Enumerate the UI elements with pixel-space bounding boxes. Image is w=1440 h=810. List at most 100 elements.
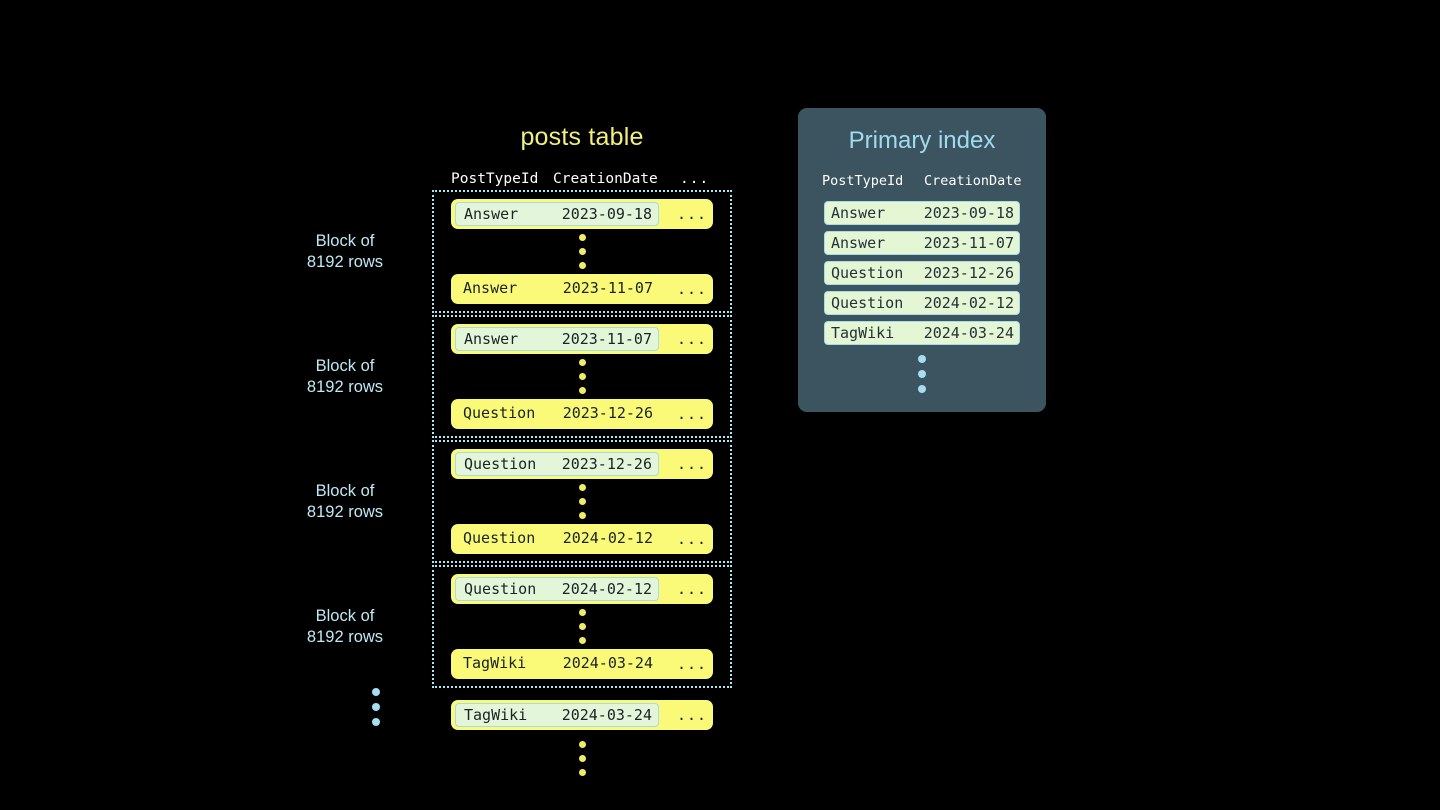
table-row: Answer 2023-11-07 ... [451, 324, 713, 354]
cell-more: ... [677, 280, 708, 298]
ellipsis-dot [578, 484, 586, 491]
column-header-more: ... [680, 171, 710, 187]
cell-posttypeid: Answer [463, 279, 518, 297]
cell-creationdate: 2023-11-07 [562, 279, 653, 297]
block-3-label: Block of 8192 rows [270, 481, 420, 523]
row-highlight-box: Question 2024-02-12 [455, 577, 659, 601]
blocks-ellipsis [368, 684, 384, 729]
posts-table-column-headers: PostTypeId CreationDate ... [432, 168, 732, 190]
primary-index-column-headers: PostTypeId CreationDate [798, 170, 1046, 192]
table-row: Answer 2023-09-18 ... [451, 199, 713, 229]
row-highlight-box: Question 2023-12-26 [455, 452, 659, 476]
row-cells: Question 2024-02-12 [455, 527, 659, 551]
cell-posttypeid: Question [463, 404, 536, 422]
cell-posttypeid: Question [464, 580, 537, 598]
cell-more: ... [677, 205, 708, 223]
block-4-label: Block of 8192 rows [270, 606, 420, 648]
cell-creationdate: 2024-03-24 [562, 654, 653, 672]
row-ellipsis [434, 604, 730, 649]
cell-more: ... [677, 405, 708, 423]
row-ellipsis [434, 229, 730, 274]
block-3: Block of 8192 rows Question 2023-12-26 .… [307, 440, 732, 563]
row-ellipsis [434, 479, 730, 524]
primary-index-panel: Primary index PostTypeId CreationDate An… [798, 108, 1046, 412]
cell-posttypeid: TagWiki [831, 324, 895, 342]
block-3-label-line1: Block of [315, 481, 375, 500]
ellipsis-dot [918, 384, 926, 393]
block-1-label-line2: 8192 rows [306, 252, 384, 271]
block-4: Block of 8192 rows Question 2024-02-12 .… [307, 565, 732, 688]
cell-creationdate: 2024-03-24 [561, 706, 652, 724]
table-ellipsis [432, 736, 732, 781]
ellipsis-dot [918, 354, 926, 363]
cell-more: ... [677, 706, 708, 724]
ellipsis-dot [578, 234, 586, 241]
primary-index-title: Primary index [848, 127, 996, 154]
cell-more: ... [677, 530, 708, 548]
ellipsis-dot [918, 369, 926, 378]
block-1-label-line1: Block of [315, 231, 375, 250]
cell-more: ... [677, 655, 708, 673]
cell-creationdate: 2023-12-26 [562, 404, 653, 422]
row-ellipsis [434, 354, 730, 399]
cell-posttypeid: Question [831, 294, 904, 312]
row-cells: Answer 2023-11-07 [455, 277, 659, 301]
cell-creationdate: 2024-02-12 [923, 294, 1014, 312]
block-2: Block of 8192 rows Answer 2023-11-07 ...… [307, 315, 732, 438]
row-highlight-box: Answer 2023-11-07 [455, 327, 659, 351]
index-row: Answer 2023-09-18 [824, 201, 1020, 225]
posts-table-title: posts table [520, 123, 644, 151]
table-row: Question 2023-12-26 ... [451, 399, 713, 429]
block-1: Block of 8192 rows Answer 2023-09-18 ...… [307, 190, 732, 313]
cell-creationdate: 2023-12-26 [561, 455, 652, 473]
table-row: Question 2024-02-12 ... [451, 524, 713, 554]
block-4-label-line2: 8192 rows [306, 627, 384, 646]
cell-creationdate: 2024-03-24 [923, 324, 1014, 342]
cell-creationdate: 2023-09-18 [561, 205, 652, 223]
index-column-header-creationdate: CreationDate [924, 173, 1022, 189]
cell-posttypeid: Question [831, 264, 904, 282]
table-row: Question 2023-12-26 ... [451, 449, 713, 479]
index-row: TagWiki 2024-03-24 [824, 321, 1020, 345]
ellipsis-dot [578, 387, 586, 394]
cell-creationdate: 2024-02-12 [561, 580, 652, 598]
ellipsis-dot [578, 359, 586, 366]
table-row: Question 2024-02-12 ... [451, 574, 713, 604]
cell-creationdate: 2023-12-26 [923, 264, 1014, 282]
cell-creationdate: 2023-11-07 [561, 330, 652, 348]
ellipsis-dot [372, 702, 380, 711]
table-row: Answer 2023-11-07 ... [451, 274, 713, 304]
block-2-label-line2: 8192 rows [306, 377, 384, 396]
column-header-posttypeid: PostTypeId [451, 171, 539, 187]
index-row: Question 2023-12-26 [824, 261, 1020, 285]
block-2-label-line1: Block of [315, 356, 375, 375]
ellipsis-dot [578, 741, 586, 748]
ellipsis-dot [578, 262, 586, 269]
index-row: Answer 2023-11-07 [824, 231, 1020, 255]
cell-more: ... [677, 455, 708, 473]
ellipsis-dot [372, 687, 380, 696]
block-1-label: Block of 8192 rows [270, 231, 420, 273]
ellipsis-dot [578, 637, 586, 644]
cell-more: ... [677, 330, 708, 348]
ellipsis-dot [372, 717, 380, 726]
cell-more: ... [677, 580, 708, 598]
row-highlight-box: TagWiki 2024-03-24 [455, 703, 659, 727]
index-row: Question 2024-02-12 [824, 291, 1020, 315]
row-highlight-box: Answer 2023-09-18 [455, 202, 659, 226]
cell-posttypeid: Answer [464, 330, 519, 348]
cell-posttypeid: Answer [831, 234, 886, 252]
block-2-label: Block of 8192 rows [270, 356, 420, 398]
ellipsis-dot [578, 755, 586, 762]
ellipsis-dot [578, 248, 586, 255]
ellipsis-dot [578, 498, 586, 505]
ellipsis-dot [578, 373, 586, 380]
ellipsis-dot [578, 769, 586, 776]
ellipsis-dot [578, 623, 586, 630]
ellipsis-dot [578, 512, 586, 519]
ellipsis-dot [578, 609, 586, 616]
cell-creationdate: 2023-11-07 [923, 234, 1014, 252]
table-row: TagWiki 2024-03-24 ... [451, 649, 713, 679]
cell-posttypeid: TagWiki [463, 654, 527, 672]
column-header-creationdate: CreationDate [553, 171, 658, 187]
